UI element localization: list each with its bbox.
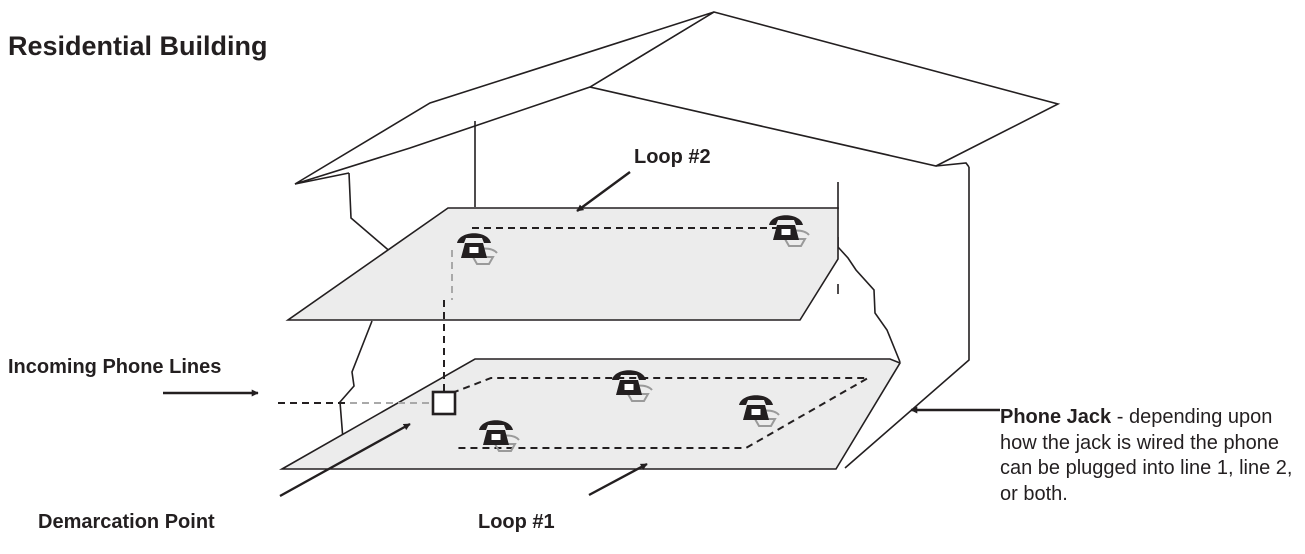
upper-floor <box>285 207 839 321</box>
arrow-icon <box>588 462 648 497</box>
phone-jack-icon <box>431 390 457 416</box>
diagram-title: Residential Building <box>8 31 268 61</box>
loop-1-wiring <box>451 377 872 449</box>
phone-jack-description: - depending upon how the jack is wired t… <box>1000 406 1293 505</box>
loop-2-label: Loop #2 <box>634 146 711 168</box>
wiring <box>278 227 872 449</box>
house-outline <box>294 11 1061 469</box>
arrow-icon <box>279 422 411 498</box>
demarcation-point-label: Demarcation Point <box>38 511 215 533</box>
incoming-phone-lines-label: Incoming Phone Lines <box>8 356 222 378</box>
lower-floor <box>278 358 902 470</box>
phone-jack-note: Phone Jack - depending upon how the jack… <box>1000 405 1300 507</box>
arrow-icon <box>576 171 631 212</box>
loop-1-label: Loop #1 <box>478 511 555 533</box>
phone-jack-term: Phone Jack <box>1000 406 1112 428</box>
